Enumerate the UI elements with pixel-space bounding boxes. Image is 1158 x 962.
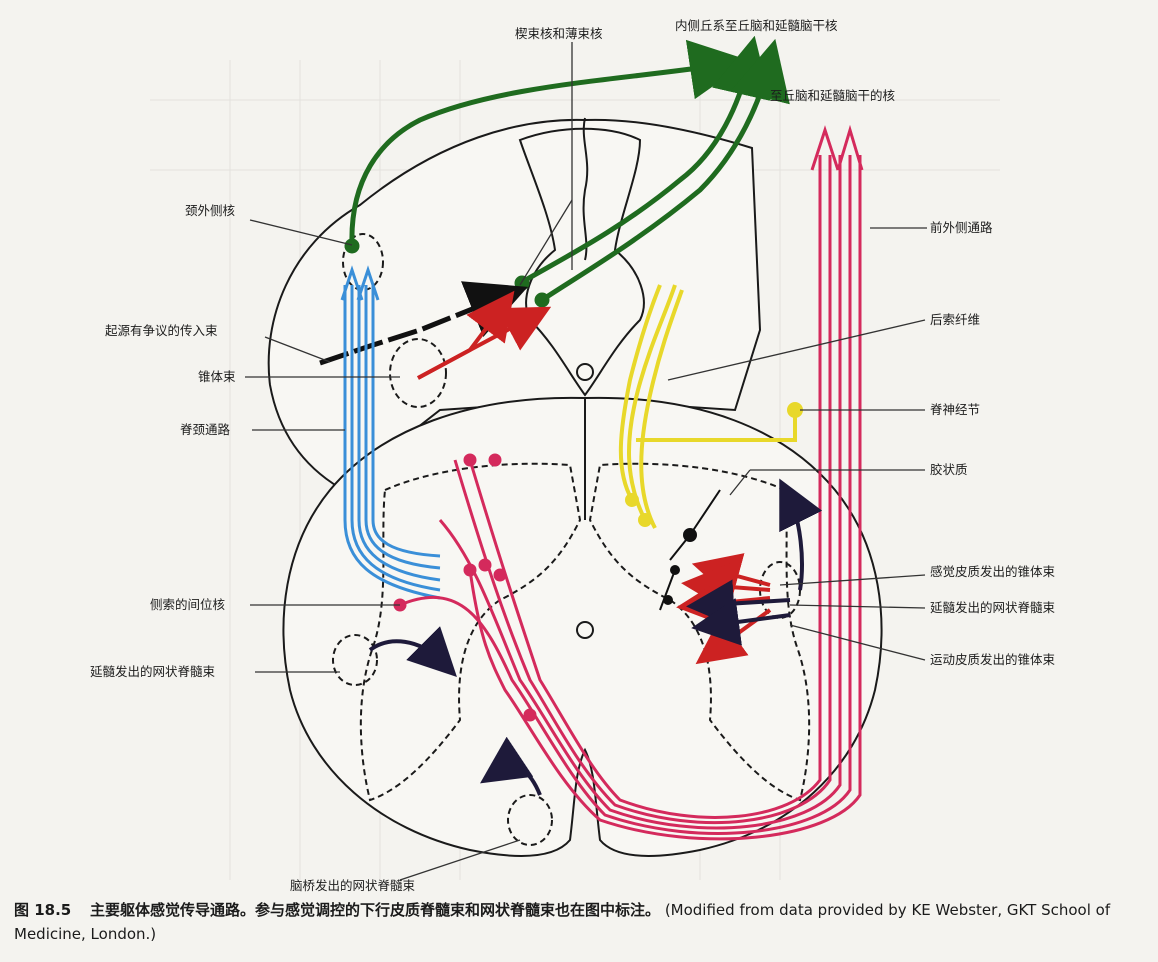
label-pyramidal: 锥体束	[198, 369, 236, 384]
label-dorsal-root-ganglion: 脊神经节	[930, 402, 980, 417]
anterolateral-pathway	[393, 124, 864, 841]
pyramidal-tract	[417, 290, 772, 665]
diagram-labels: 楔束核和薄束核 内侧丘系至丘脑和延髓脑干核 至丘脑和延髓脑干的核 颈外侧核 前外…	[90, 18, 1056, 893]
spinocervical-pathway	[340, 265, 441, 600]
dorsal-horn-interneurons	[659, 489, 721, 611]
label-spinocervical: 脊颈通路	[180, 422, 231, 437]
figure-caption: 图 18.5 主要躯体感觉传导通路。参与感觉调控的下行皮质脊髓束和网状脊髓束也在…	[14, 898, 1144, 946]
caption-source: (Modified from data provided by KE Webst…	[14, 901, 1111, 943]
leader-lines	[245, 42, 927, 881]
label-sensory-cortex-pyramidal: 感觉皮质发出的锥体束	[930, 564, 1056, 579]
label-controversial: 起源有争议的传入束	[105, 323, 218, 338]
label-dorsal-fibers: 后索纤维	[930, 312, 980, 327]
label-motor-cortex-pyramidal: 运动皮质发出的锥体束	[930, 652, 1056, 667]
label-medial-lemniscus: 内侧丘系至丘脑和延髓脑干核	[675, 18, 838, 33]
dorsal-column-fibers	[618, 284, 803, 529]
label-lateral-cervical: 颈外侧核	[185, 203, 236, 218]
label-medullary-reticulospinal-left: 延髓发出的网状脊髓束	[90, 664, 216, 679]
label-lateral-intermediate: 侧索的间位核	[150, 597, 226, 612]
label-to-thalamus: 至丘脑和延髓脑干的核	[770, 88, 896, 103]
caption-number: 图 18.5	[14, 901, 72, 919]
label-medullary-reticulospinal-right: 延髓发出的网状脊髓束	[930, 600, 1056, 615]
caption-text: 主要躯体感觉传导通路。参与感觉调控的下行皮质脊髓束和网状脊髓束也在图中标注。	[90, 901, 661, 919]
reticulospinal-tracts	[368, 478, 823, 796]
dorsal-column-pathway	[344, 35, 790, 308]
label-pontine-reticulospinal: 脑桥发出的网状脊髓束	[290, 878, 416, 893]
label-anterolateral: 前外侧通路	[930, 220, 993, 235]
label-substantia-gelatinosa: 胶状质	[930, 462, 968, 477]
label-cuneate-gracile: 楔束核和薄束核	[515, 26, 603, 41]
lumbar-cord-section	[282, 396, 883, 857]
